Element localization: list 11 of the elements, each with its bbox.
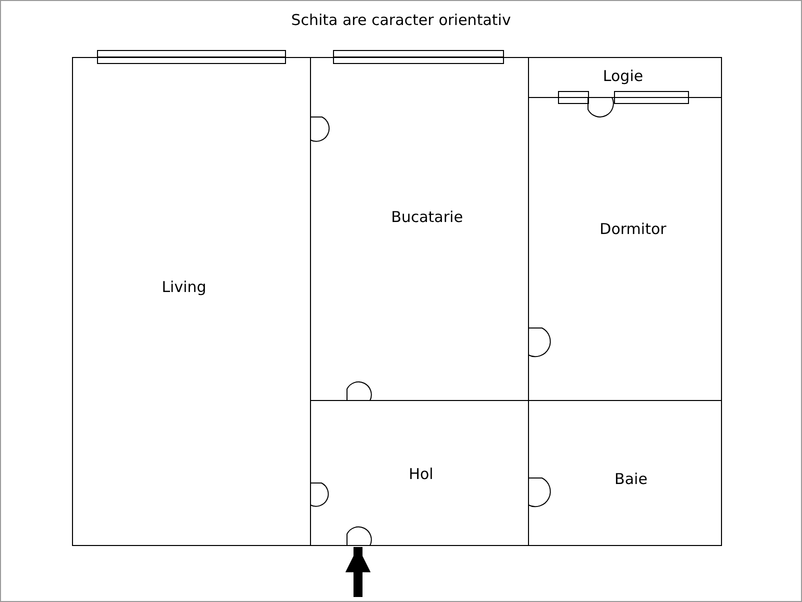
room-outline <box>528 400 722 546</box>
room-outline <box>72 57 311 546</box>
plan-title: Schita are caracter orientativ <box>291 11 511 29</box>
entrance-arrow <box>345 547 371 597</box>
room-label: Living <box>162 278 206 296</box>
room-label: Hol <box>408 465 434 483</box>
room-label: Dormitor <box>600 220 666 238</box>
room-outline <box>528 57 722 98</box>
room-label: Bucatarie <box>391 208 463 226</box>
room-label: Baie <box>614 470 648 488</box>
room-label: Logie <box>602 67 644 85</box>
